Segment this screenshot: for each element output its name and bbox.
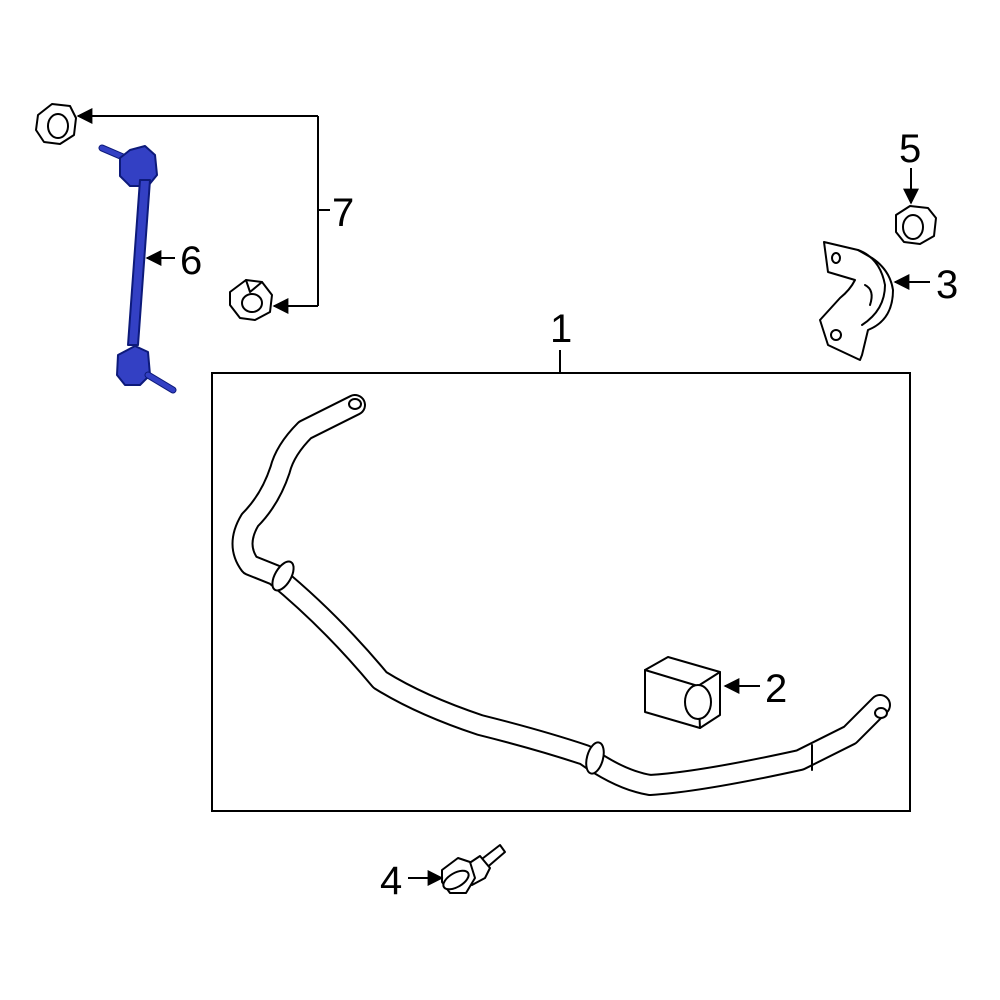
callout-1[interactable]: 1: [550, 307, 572, 351]
stabilizer-link[interactable]: [98, 144, 177, 394]
callout-7[interactable]: 7: [332, 191, 354, 235]
nut-5[interactable]: [895, 205, 937, 245]
callout-3[interactable]: 3: [936, 263, 958, 307]
bracket[interactable]: [819, 241, 894, 361]
nut-7-bottom[interactable]: [229, 279, 273, 321]
callout-2[interactable]: 2: [765, 667, 787, 711]
bolt[interactable]: [440, 844, 506, 894]
callout-4[interactable]: 4: [380, 859, 402, 903]
callout-5[interactable]: 5: [899, 127, 921, 171]
bushing[interactable]: [644, 656, 721, 729]
stabilizer-bar[interactable]: [231, 394, 891, 796]
callout-6[interactable]: 6: [180, 239, 202, 283]
nut-7-top[interactable]: [35, 103, 77, 145]
